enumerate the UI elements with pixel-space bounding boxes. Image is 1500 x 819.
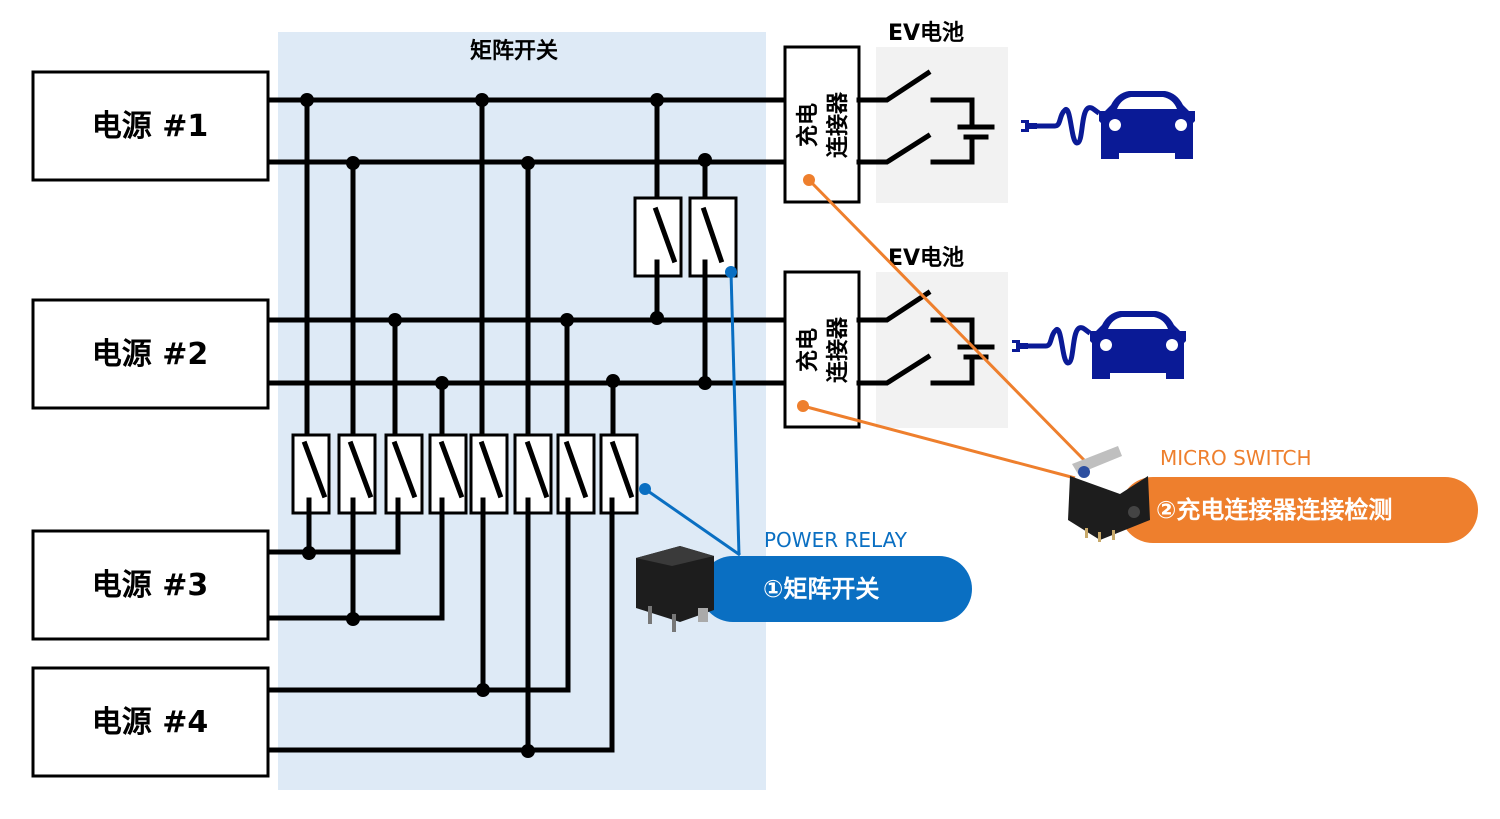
relay-switch xyxy=(469,433,509,516)
battery-label-1: EV电池 xyxy=(888,21,964,46)
micro-switch-photo xyxy=(1068,446,1150,542)
relay-row-top xyxy=(633,196,738,279)
relay-row-bottom xyxy=(291,433,639,516)
relay-switch xyxy=(384,433,424,516)
power-source-label: 电源 #4 xyxy=(92,705,208,740)
relay-switch xyxy=(688,196,738,279)
power-relay-callout: POWER RELAY ①矩阵开关 xyxy=(700,528,972,622)
battery-label-2: EV电池 xyxy=(888,246,964,271)
power-source-label: 电源 #2 xyxy=(92,337,208,372)
power-source-2: 电源 #2 xyxy=(31,298,270,410)
relay-switch xyxy=(633,196,683,279)
relay-switch xyxy=(556,433,596,516)
connector-label-line1: 充电 xyxy=(795,328,821,372)
charging-connector-2: 充电 连接器 xyxy=(783,270,861,429)
power-source-label: 电源 #3 xyxy=(92,568,208,603)
connector-label-line2: 连接器 xyxy=(825,316,851,383)
power-source-1: 电源 #1 xyxy=(31,70,270,182)
power-source-label: 电源 #1 xyxy=(92,109,208,144)
ev-car-icon xyxy=(1021,91,1195,159)
matrix-switch-title: 矩阵开关 xyxy=(470,38,558,64)
power-source-3: 电源 #3 xyxy=(31,529,270,641)
micro-callout-label: ②充电连接器连接检测 xyxy=(1156,496,1392,524)
connector-label-line2: 连接器 xyxy=(825,91,851,158)
matrix-switch-area xyxy=(278,32,766,790)
power-relay-photo xyxy=(636,546,714,632)
relay-switch xyxy=(291,433,331,516)
relay-switch xyxy=(513,433,553,516)
ev-car-icon xyxy=(1012,311,1186,379)
relay-callout-label: ①矩阵开关 xyxy=(763,575,879,603)
junction-dots xyxy=(300,93,712,758)
battery-circuit-1 xyxy=(856,69,995,165)
relay-switch xyxy=(599,433,639,516)
relay-switch xyxy=(337,433,377,516)
power-source-4: 电源 #4 xyxy=(31,666,270,778)
relay-leader-lines xyxy=(639,266,741,557)
relay-category-label: POWER RELAY xyxy=(764,528,908,552)
micro-category-label: MICRO SWITCH xyxy=(1160,446,1312,470)
battery-area-2 xyxy=(876,272,1008,428)
micro-switch-callout: MICRO SWITCH ②充电连接器连接检测 xyxy=(1120,446,1478,543)
charging-connector-1: 充电 连接器 xyxy=(783,45,861,204)
connector-label-line1: 充电 xyxy=(795,103,821,147)
relay-switch xyxy=(428,433,468,516)
micro-leader-lines xyxy=(797,174,1088,480)
